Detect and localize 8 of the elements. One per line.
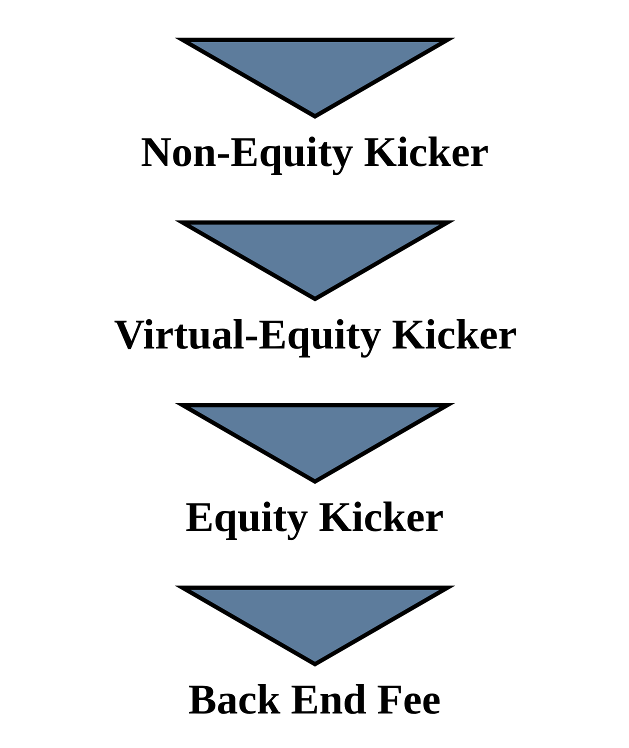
- node-triangle: [174, 403, 455, 484]
- node-text: Virtual-Equity Kicker: [113, 312, 516, 359]
- node-triangle: [174, 38, 455, 119]
- node-text: Equity Kicker: [184, 494, 444, 542]
- node-triangle: [174, 220, 455, 302]
- node-triangle: [174, 586, 455, 667]
- node-text: Non-Equity Kicker: [140, 128, 488, 176]
- node-text: Back End Fee: [188, 676, 440, 724]
